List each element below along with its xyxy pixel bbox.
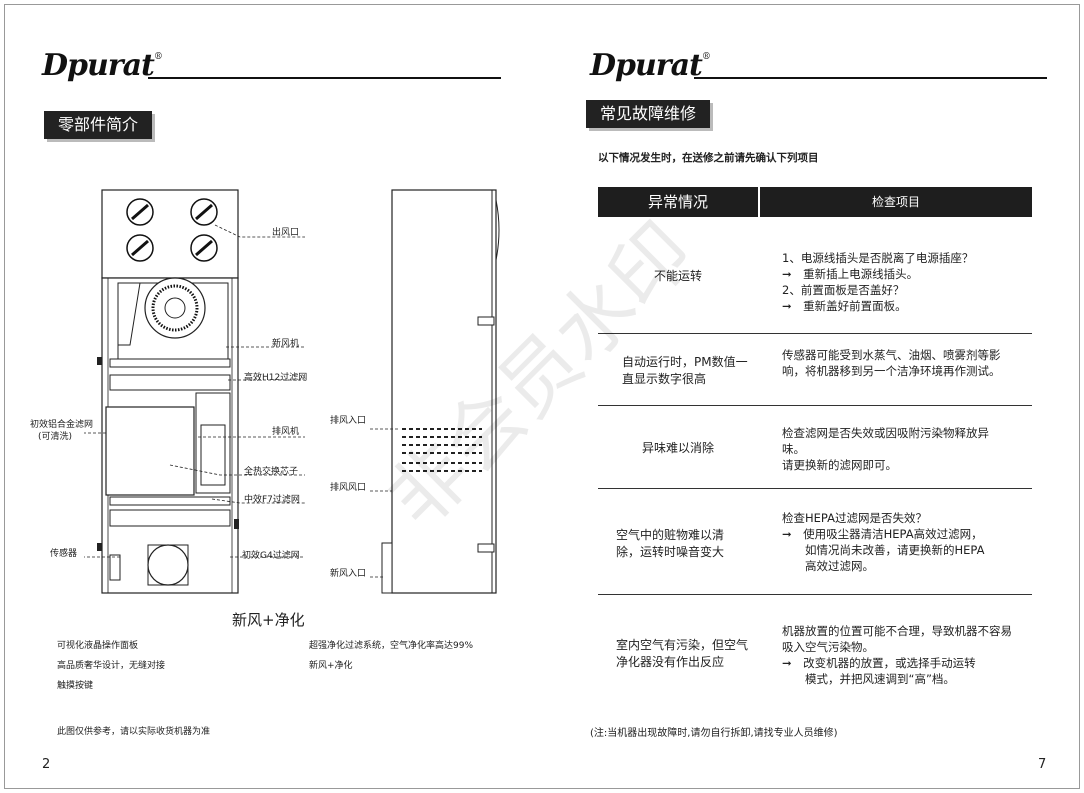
header-check: 检查项目 — [760, 187, 1032, 217]
feature-item: 可视化液晶操作面板 — [57, 641, 139, 651]
label-exhaust-inlet: 排风入口 — [330, 416, 367, 426]
feature-item: 高品质奢华设计，无缝对接 — [57, 661, 166, 671]
troubleshoot-intro: 以下情况发生时，在送修之前请先确认下列项目 — [598, 152, 819, 164]
check-cell: 机器放置的位置可能不合理，导致机器不容易吸入空气污染物。 ➞ 改变机器的放置，或… — [782, 624, 1012, 686]
feature-item: 超强净化过滤系统，空气净化率高达99% — [309, 641, 474, 651]
check-cell: 检查滤网是否失效或因吸附污染物释放异味。 请更换新的滤网即可。 — [782, 426, 989, 472]
label-exhaust-fan: 排风机 — [272, 427, 300, 437]
label-fresh-fan: 新风机 — [272, 339, 300, 349]
label-outlet: 出风口 — [272, 228, 300, 238]
problem-cell: 空气中的赃物难以清除，运转时噪音变大 — [616, 528, 725, 559]
label-heat-exchanger: 全热交换芯子 — [244, 467, 299, 477]
section-title-left: 零部件简介 — [44, 111, 153, 139]
header-problem: 异常情况 — [598, 187, 758, 217]
repair-note: (注:当机器出现故障时,请勿自行拆卸,请找专业人员维修) — [590, 728, 838, 739]
label-h12-filter: 高效H12过滤网 — [244, 373, 308, 383]
problem-cell: 室内空气有污染，但空气净化器没有作出反应 — [616, 638, 749, 669]
diagram-caption: 新风+净化 — [232, 611, 305, 629]
section-title-right: 常见故障维修 — [586, 100, 711, 128]
page-number-right: 7 — [1038, 757, 1047, 772]
check-cell: 1、电源线插头是否脱离了电源插座？ ➞ 重新插上电源线插头。 2、前置面板是否盖… — [782, 251, 974, 313]
feature-item: 触摸按键 — [57, 681, 94, 691]
problem-cell: 不能运转 — [653, 269, 702, 283]
row-divider — [598, 488, 1032, 489]
header-rule-left — [148, 77, 501, 79]
feature-item: 新风+净化 — [309, 661, 353, 671]
brand-logo-right: Dpurat® — [590, 48, 711, 83]
page-number-left: 2 — [42, 757, 51, 772]
check-cell: 传感器可能受到水蒸气、油烟、喷雾剂等影响，将机器移到另一个洁净环境再作测试。 — [782, 348, 1001, 378]
row-divider — [598, 333, 1032, 334]
row-divider — [598, 405, 1032, 406]
page-frame — [4, 4, 1080, 789]
label-al-filter-sub: (可清洗) — [38, 432, 73, 442]
row-divider — [598, 594, 1032, 595]
label-fresh-inlet: 新风入口 — [330, 569, 367, 579]
label-exhaust-outlet: 排风风口 — [330, 483, 367, 493]
problem-cell: 异味难以消除 — [641, 441, 714, 455]
parts-diagram — [84, 189, 500, 594]
label-sensor: 传感器 — [50, 549, 78, 559]
label-al-filter: 初效铝合金滤网 — [30, 420, 94, 430]
header-rule-right — [694, 77, 1047, 79]
check-cell: 检查HEPA过滤网是否失效？ ➞ 使用吸尘器清洁HEPA高效过滤网， 如情况尚未… — [782, 511, 985, 573]
label-f7-filter: 中效F7过滤网 — [244, 495, 300, 505]
reference-note: 此图仅供参考，请以实际收货机器为准 — [57, 727, 211, 737]
brand-logo-left: Dpurat® — [42, 48, 163, 83]
problem-cell: 自动运行时，PM数值一直显示数字很高 — [622, 355, 748, 386]
label-g4-filter: 初效G4过滤网 — [242, 551, 300, 561]
